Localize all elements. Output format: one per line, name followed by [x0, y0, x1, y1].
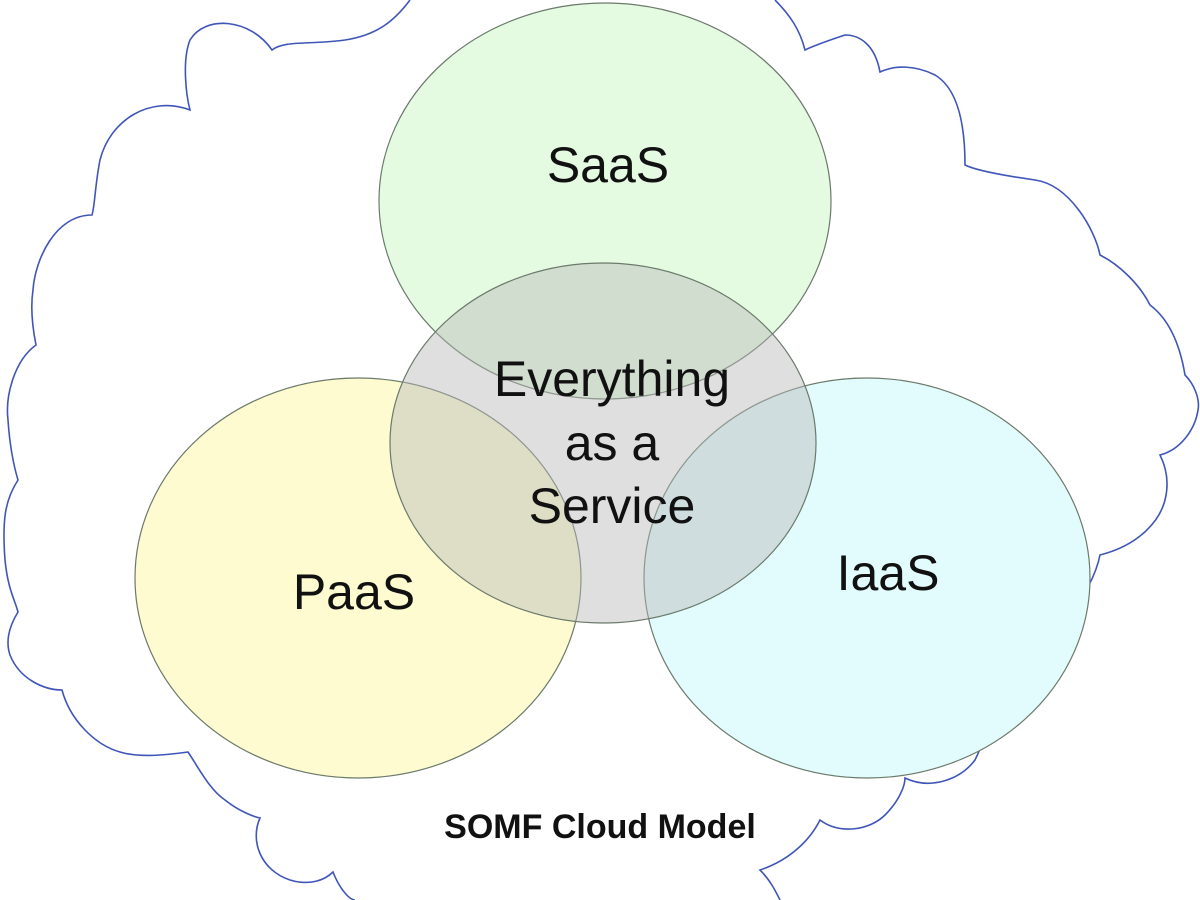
center-label-line-2: as a [564, 414, 660, 471]
everything-as-a-service-circle [389, 262, 817, 624]
paas-label: PaaS [292, 564, 416, 620]
everything-as-a-service-label: Everything as a Service [432, 348, 792, 539]
iaas-label: IaaS [836, 545, 940, 601]
paas-circle [134, 377, 582, 779]
diagram-title: SOMF Cloud Model [444, 808, 756, 846]
cloud-outline [3, 0, 1200, 900]
saas-label: SaaS [546, 137, 670, 193]
center-label-line-3: Service [528, 478, 696, 534]
center-label-line-1: Everything [493, 351, 731, 407]
saas-circle [378, 2, 832, 400]
iaas-circle [643, 377, 1091, 779]
